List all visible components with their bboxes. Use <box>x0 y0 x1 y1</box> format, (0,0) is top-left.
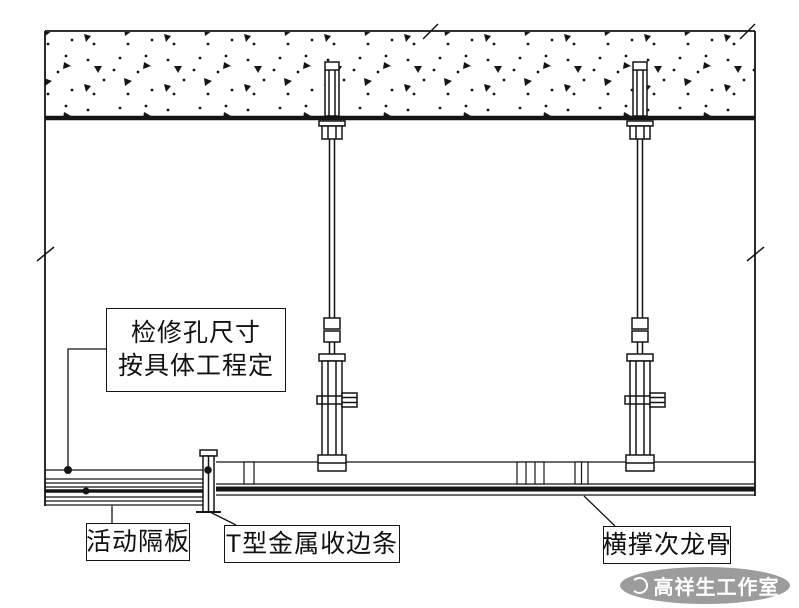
access-hole-note-line1: 检修孔尺寸 <box>130 319 261 347</box>
cross-brace-sub-keel-text: 横撑次龙骨 <box>602 530 733 559</box>
label-movable-partition: 活动隔板 <box>86 523 190 561</box>
studio-watermark: 高祥生工作室 <box>620 567 790 604</box>
movable-partition-text: 活动隔板 <box>86 527 191 556</box>
leader-t-trim <box>209 511 237 526</box>
label-t-metal-edge-trim: T型金属收边条 <box>224 525 400 563</box>
studio-watermark-text: 高祥生工作室 <box>653 577 780 599</box>
ceiling-band <box>216 461 755 496</box>
leader-cross-brace <box>583 495 616 527</box>
leader-dot <box>64 466 72 474</box>
break-mark-top-right <box>739 23 756 40</box>
t-edge-trim <box>196 449 221 513</box>
studio-logo-icon <box>630 577 648 594</box>
partition-panel <box>45 469 212 506</box>
cross-brace-channel <box>516 461 545 485</box>
break-mark-right <box>746 246 765 262</box>
hanger-assembly-right <box>624 61 666 472</box>
trim-rivet-dot <box>204 466 212 474</box>
break-mark-left <box>36 246 55 262</box>
access-hole-note-line2: 按具体工程定 <box>117 352 274 380</box>
hanger-assembly-left <box>316 61 358 472</box>
concrete-slab-hatch <box>45 32 755 116</box>
break-mark-top-center <box>422 23 439 40</box>
label-access-hole-note: 检修孔尺寸 按具体工程定 <box>106 308 286 392</box>
panel-screw-dot <box>82 487 90 495</box>
leader-access-hole <box>67 348 106 468</box>
label-cross-brace-sub-keel: 横撑次龙骨 <box>602 526 733 564</box>
t-metal-edge-trim-text: T型金属收边条 <box>225 529 399 558</box>
